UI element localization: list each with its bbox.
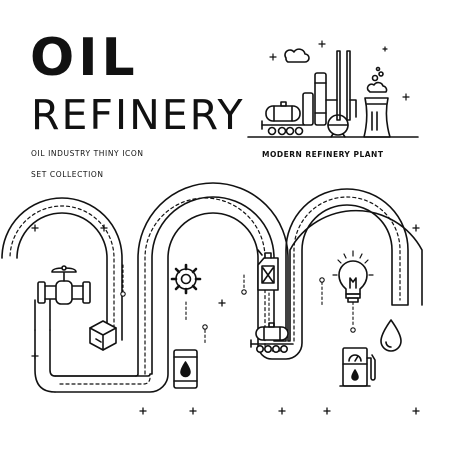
road-center-line [9,196,401,385]
winding-road [1,182,423,393]
plant-caption: MODERN REFINERY PLANT [262,150,384,159]
pipe-valve-icon [37,265,91,305]
oil-barrel-icon [173,349,198,389]
cube-icon [89,320,117,351]
subtitle-line-1: OIL INDUSTRY THINY ICON [31,149,144,158]
title-refinery: REFINERY [31,91,245,139]
subtitle-line-2: SET COLLECTION [31,170,104,179]
refinery-plant-icon [247,40,419,138]
fuel-pump-icon [339,347,376,387]
cloud-icon [284,48,310,63]
oil-drop-icon [380,319,402,352]
decorative-crosses [31,224,420,415]
gear-icon [170,263,202,295]
tank-wagon-icon [250,322,294,353]
jerrycan-icon [257,249,279,291]
light-bulb-icon [332,250,374,303]
connectors [120,264,356,346]
title-oil: OIL [30,28,139,88]
